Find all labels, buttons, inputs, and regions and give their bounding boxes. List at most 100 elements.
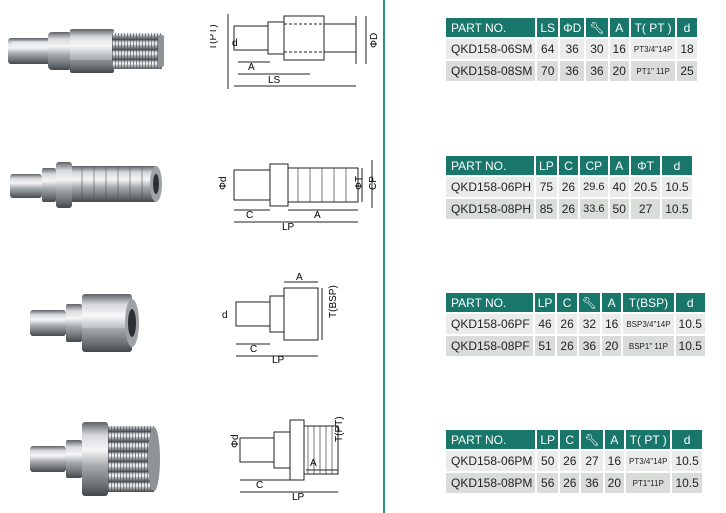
- cell-part-no: QKD158-06PF: [446, 314, 533, 334]
- header-part-no: PART NO.: [446, 430, 536, 449]
- table-row: QKD158-08PH 85 26 33.6 50 27 10.5: [446, 199, 692, 219]
- drawing-ph: Φd C A LP ΦT CP: [218, 160, 379, 233]
- dim-label-t: T(BSP): [328, 285, 339, 318]
- drawing-pf: A d T(BSP) C LP: [222, 272, 339, 364]
- cell-hex: 32: [578, 314, 600, 334]
- cell-c: 26: [558, 199, 579, 219]
- cell-thread: BSP1" 11P: [623, 336, 674, 356]
- header-thread: T(BSP): [623, 293, 674, 312]
- coupler-photo-ph: [10, 162, 162, 208]
- dim-label-phid: Φd: [230, 434, 241, 448]
- header-c: C: [557, 293, 577, 312]
- cell-a: 16: [604, 451, 625, 471]
- dim-label-lp: LP: [272, 355, 285, 364]
- dim-label-c: C: [256, 480, 263, 491]
- drawing-sm: T(PT) d A LS ΦD: [210, 14, 380, 89]
- header-part-no: PART NO.: [446, 293, 533, 312]
- cell-a: 16: [601, 314, 622, 334]
- cell-cp: 29.6: [580, 177, 608, 197]
- cell-hex: 27: [581, 451, 603, 471]
- cell-part-no: QKD158-06PH: [446, 177, 535, 197]
- cell-d: 10.5: [662, 177, 692, 197]
- cell-d: 10.5: [672, 451, 702, 471]
- dim-label-d: d: [222, 310, 228, 321]
- dim-label-phit: ΦT: [354, 176, 365, 190]
- cell-part-no: QKD158-06PM: [446, 451, 536, 471]
- header-a: A: [601, 293, 622, 312]
- cell-phid: 36: [560, 39, 585, 59]
- spec-table-pf: PART NO. LP C 🔧︎ A T(BSP) d QKD158-06PF …: [444, 291, 707, 358]
- cell-c: 26: [558, 177, 579, 197]
- header-a: A: [604, 430, 625, 449]
- header-d: d: [662, 156, 692, 175]
- table-row: QKD158-06SM 64 36 30 16 PT3/4"14P 18: [446, 39, 697, 59]
- drawing-pm: Φd T(PT) C A LP: [230, 416, 345, 503]
- cell-part-no: QKD158-08PF: [446, 336, 533, 356]
- section-divider: [383, 0, 385, 513]
- header-a: A: [609, 156, 629, 175]
- cell-hex: 36: [578, 336, 600, 356]
- header-c: C: [560, 430, 580, 449]
- cell-hex: 30: [586, 39, 608, 59]
- header-thread: T( PT ): [630, 18, 676, 37]
- dim-label-a: A: [314, 210, 321, 221]
- cell-a: 20: [604, 473, 625, 493]
- cell-part-no: QKD158-08PM: [446, 473, 536, 493]
- cell-phit: 20.5: [630, 177, 661, 197]
- table-header-row: PART NO. LP C CP A ΦT d: [446, 156, 692, 175]
- cell-a: 20: [601, 336, 622, 356]
- table-row: QKD158-08SM 70 36 36 20 PT1" 11P 25: [446, 61, 697, 81]
- cell-c: 26: [557, 314, 577, 334]
- spec-table-ph: PART NO. LP C CP A ΦT d QKD158-06PH 75 2…: [444, 154, 694, 221]
- cell-lp: 75: [536, 177, 557, 197]
- cell-cp: 33.6: [580, 199, 608, 219]
- cell-lp: 50: [537, 451, 559, 471]
- cell-thread: PT1" 11P: [630, 61, 676, 81]
- dim-label-lp: LP: [292, 492, 305, 503]
- spec-table-pm: PART NO. LP C 🔧︎ A T( PT ) d QKD158-06PM…: [444, 428, 704, 495]
- wrench-icon: 🔧︎: [581, 430, 603, 449]
- header-d: d: [677, 18, 697, 37]
- cell-phid: 36: [560, 61, 585, 81]
- cell-ls: 70: [537, 61, 559, 81]
- cell-thread: BSP3/4"14P: [623, 314, 674, 334]
- table-row: QKD158-06PF 46 26 32 16 BSP3/4"14P 10.5: [446, 314, 705, 334]
- cell-lp: 51: [534, 336, 556, 356]
- header-a: A: [609, 18, 629, 37]
- dim-label-phid: Φd: [218, 176, 229, 190]
- header-lp: LP: [536, 156, 557, 175]
- table-row: QKD158-06PH 75 26 29.6 40 20.5 10.5: [446, 177, 692, 197]
- cell-thread: PT3/4"14P: [626, 451, 671, 471]
- dim-label-ls: LS: [268, 75, 281, 86]
- cell-d: 10.5: [662, 199, 692, 219]
- coupler-photo-pm: [30, 422, 160, 496]
- dim-label-a: A: [310, 458, 317, 469]
- header-phit: ΦT: [630, 156, 661, 175]
- dim-label-cp: CP: [368, 176, 379, 190]
- cell-d: 10.5: [675, 336, 705, 356]
- table-row: QKD158-08PF 51 26 36 20 BSP1" 11P 10.5: [446, 336, 705, 356]
- wrench-icon: 🔧︎: [586, 18, 608, 37]
- cell-thread: PT1"11P: [626, 473, 671, 493]
- cell-d: 18: [677, 39, 697, 59]
- cell-c: 26: [560, 451, 580, 471]
- header-thread: T( PT ): [626, 430, 671, 449]
- dim-label-c: C: [250, 344, 257, 355]
- coupler-photo-sm: [8, 29, 164, 73]
- cell-a: 40: [609, 177, 629, 197]
- table-row: QKD158-06PM 50 26 27 16 PT3/4"14P 10.5: [446, 451, 702, 471]
- header-d: d: [672, 430, 702, 449]
- cell-d: 10.5: [675, 314, 705, 334]
- cell-a: 50: [609, 199, 629, 219]
- cell-part-no: QKD158-08PH: [446, 199, 535, 219]
- header-phid: ΦD: [560, 18, 585, 37]
- table-row: QKD158-08PM 56 26 36 20 PT1"11P 10.5: [446, 473, 702, 493]
- table-header-row: PART NO. LS ΦD 🔧︎ A T( PT ) d: [446, 18, 697, 37]
- coupler-photo-pf: [30, 294, 139, 352]
- dim-label-a: A: [248, 62, 255, 73]
- cell-a: 20: [609, 61, 629, 81]
- cell-lp: 56: [537, 473, 559, 493]
- dim-label-a: A: [296, 272, 303, 283]
- dim-label-c: C: [246, 210, 253, 221]
- cell-a: 16: [609, 39, 629, 59]
